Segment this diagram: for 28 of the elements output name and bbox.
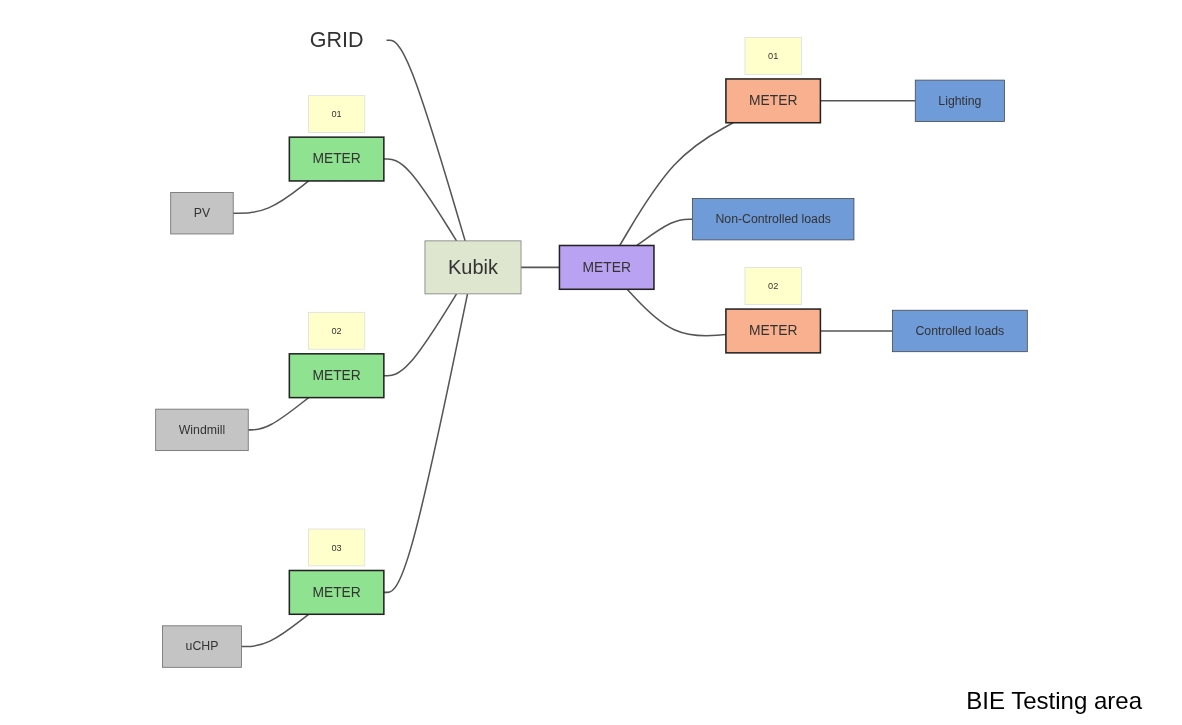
- node-box: METER: [288, 569, 385, 616]
- node-label: 02: [767, 280, 778, 292]
- connector: [618, 122, 734, 247]
- node-text: GRID: [309, 28, 363, 52]
- node-box: METER: [288, 353, 385, 399]
- node-label: 03: [330, 542, 342, 553]
- node-box: Controlled loads: [891, 309, 1028, 353]
- area-label: BIE Testing area: [966, 687, 1142, 715]
- node-label: 01: [767, 50, 778, 62]
- connector: [240, 613, 309, 648]
- connector: [231, 180, 309, 214]
- node-box: METER: [724, 308, 821, 354]
- node-box: METER: [724, 78, 821, 124]
- node-box: METER: [558, 244, 655, 291]
- node-label: 02: [330, 325, 342, 337]
- connector: [246, 396, 309, 431]
- node-box: uCHP: [161, 625, 242, 668]
- node-box: PV: [169, 192, 234, 235]
- node-box: Non-Controlled loads: [691, 198, 854, 241]
- connector: [635, 218, 693, 247]
- node-box: METER: [288, 136, 385, 182]
- connector: [385, 39, 466, 242]
- connector: [819, 330, 893, 332]
- node-box: Lighting: [914, 79, 1005, 122]
- node-label: 01: [330, 108, 342, 120]
- node-box: Kubik: [424, 240, 521, 295]
- node-box: Windmill: [154, 408, 249, 451]
- connector: [819, 100, 916, 102]
